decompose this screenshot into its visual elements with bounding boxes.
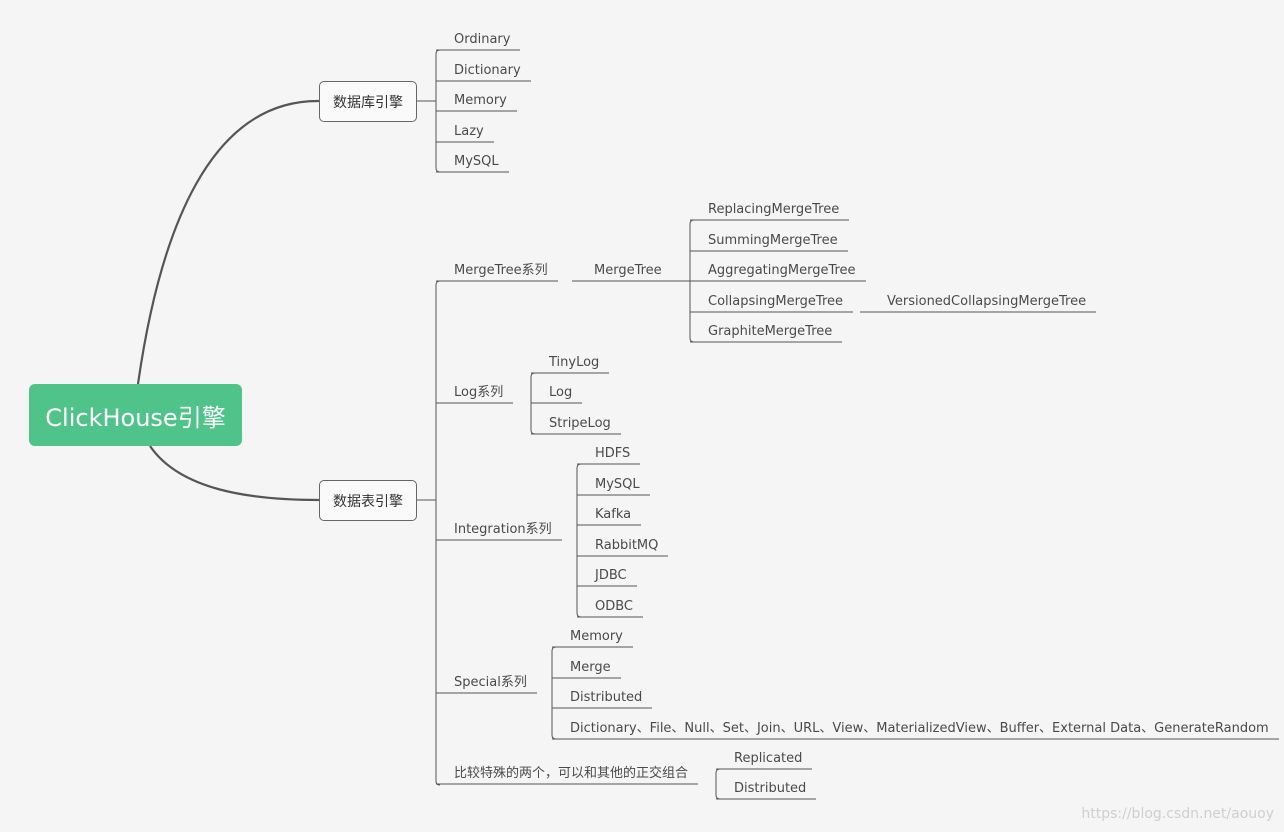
mergetree-child-summing[interactable]: SummingMergeTree [708, 233, 838, 248]
special-child-others[interactable]: Dictionary、File、Null、Set、Join、URL、View、M… [570, 721, 1269, 736]
special-child-merge[interactable]: Merge [570, 660, 611, 675]
bracket-line [576, 463, 582, 618]
combo-series-label[interactable]: 比较特殊的两个，可以和其他的正交组合 [454, 766, 689, 781]
database-engine-node[interactable]: 数据库引擎 [319, 81, 417, 122]
integration-child-jdbc[interactable]: JDBC [595, 568, 627, 583]
log-child-tinylog[interactable]: TinyLog [549, 355, 600, 370]
integration-child-rabbitmq[interactable]: RabbitMQ [595, 538, 659, 553]
db-item-lazy[interactable]: Lazy [454, 124, 484, 139]
mergetree-child-collapsing[interactable]: CollapsingMergeTree [708, 294, 844, 309]
watermark: https://blog.csdn.net/aouoy [1081, 806, 1274, 822]
mergetree-base-label[interactable]: MergeTree [594, 263, 662, 278]
integration-child-kafka[interactable]: Kafka [595, 507, 632, 522]
mergetree-series-label[interactable]: MergeTree系列 [454, 263, 548, 278]
log-series-label[interactable]: Log系列 [454, 385, 504, 400]
combo-child-replicated[interactable]: Replicated [734, 751, 803, 766]
bracket-line [551, 646, 557, 740]
mergetree-child-versioned-collapsing[interactable]: VersionedCollapsingMergeTree [887, 294, 1087, 309]
mergetree-child-aggregating[interactable]: AggregatingMergeTree [708, 263, 856, 278]
mergetree-child-replacing[interactable]: ReplacingMergeTree [708, 202, 840, 217]
db-item-dictionary[interactable]: Dictionary [454, 63, 521, 78]
special-child-memory[interactable]: Memory [570, 629, 623, 644]
table-engine-node[interactable]: 数据表引擎 [319, 480, 417, 521]
bracket-line [715, 768, 721, 800]
log-child-stripelog[interactable]: StripeLog [549, 416, 611, 431]
root-node[interactable]: ClickHouse引擎 [29, 384, 242, 446]
special-series-label[interactable]: Special系列 [454, 675, 527, 690]
combo-child-distributed[interactable]: Distributed [734, 781, 807, 796]
integration-child-mysql[interactable]: MySQL [595, 477, 640, 492]
integration-child-odbc[interactable]: ODBC [595, 599, 634, 614]
root-to-table-curve [149, 445, 320, 502]
integration-child-hdfs[interactable]: HDFS [595, 446, 631, 461]
db-item-mysql[interactable]: MySQL [454, 154, 499, 169]
db-item-ordinary[interactable]: Ordinary [454, 32, 511, 47]
root-to-database-curve [136, 99, 320, 385]
log-child-log[interactable]: Log [549, 385, 573, 400]
mergetree-child-graphite[interactable]: GraphiteMergeTree [708, 324, 833, 339]
special-child-distributed[interactable]: Distributed [570, 690, 643, 705]
bracket-line [435, 280, 441, 786]
integration-series-label[interactable]: Integration系列 [454, 522, 552, 537]
db-item-memory[interactable]: Memory [454, 93, 507, 108]
